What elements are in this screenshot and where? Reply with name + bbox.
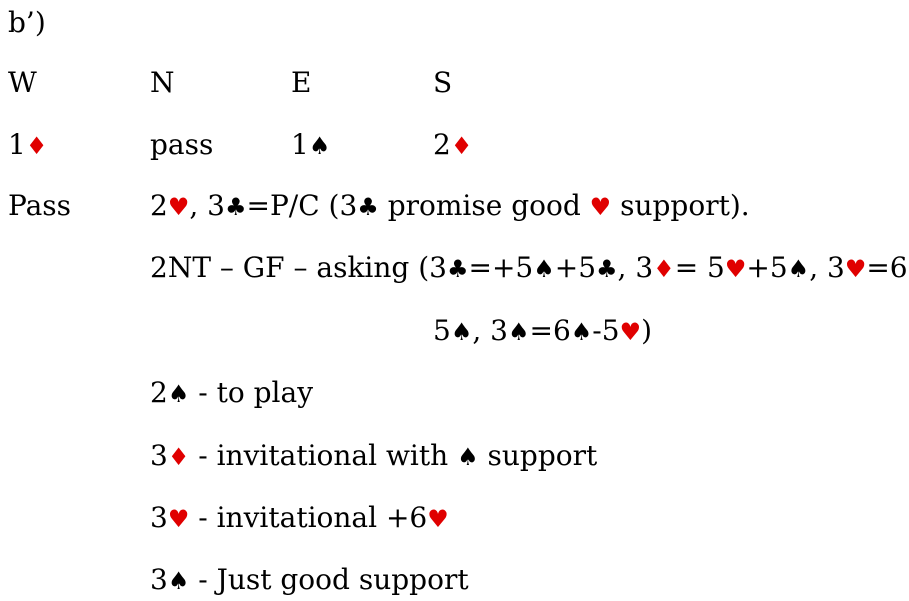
response-line-4: 3♦ - invitational with ♠ support bbox=[150, 439, 597, 474]
text: -5 bbox=[592, 314, 620, 347]
heart-icon: ♥ bbox=[724, 255, 747, 283]
diamond-icon: ♦ bbox=[450, 132, 473, 160]
seat-south: S bbox=[433, 66, 453, 99]
club-icon: ♣ bbox=[446, 255, 469, 283]
text: 2 bbox=[150, 189, 168, 222]
response-line-2-continued: 5♠, 3♠=6♠-5♥) bbox=[433, 314, 652, 349]
diamond-icon: ♦ bbox=[25, 132, 48, 160]
text: 3 bbox=[150, 563, 168, 596]
club-icon: ♣ bbox=[596, 255, 618, 283]
club-icon: ♣ bbox=[357, 193, 379, 221]
bid-west-1: 1♦ bbox=[8, 128, 47, 163]
bid-east-1: 1♠ bbox=[291, 128, 330, 163]
text: , 3 bbox=[617, 251, 654, 284]
text: - Just good support bbox=[189, 563, 469, 596]
bid-level: 1 bbox=[291, 128, 309, 161]
bid-north-1: pass bbox=[150, 128, 214, 161]
heart-icon: ♥ bbox=[619, 318, 642, 346]
text: - invitational +6 bbox=[189, 501, 428, 534]
text: support bbox=[478, 439, 598, 472]
spade-icon: ♠ bbox=[308, 132, 331, 160]
text: 2 bbox=[150, 376, 168, 409]
spade-icon: ♠ bbox=[167, 567, 190, 595]
club-icon: ♣ bbox=[224, 193, 247, 221]
heart-icon: ♥ bbox=[908, 255, 909, 283]
response-line-2: 2NT – GF – asking (3♣=+5♠+5♣, 3♦= 5♥+5♠,… bbox=[150, 251, 909, 286]
bid-west-2: Pass bbox=[8, 189, 72, 222]
text: - invitational with bbox=[189, 439, 458, 472]
text: 5 bbox=[433, 314, 451, 347]
spade-icon: ♠ bbox=[570, 318, 593, 346]
text: support). bbox=[611, 189, 750, 222]
response-line-6: 3♠ - Just good support bbox=[150, 563, 469, 598]
text: promise good bbox=[378, 189, 590, 222]
text: +5 bbox=[746, 251, 788, 284]
text: 2NT – GF – asking (3 bbox=[150, 251, 447, 284]
heart-icon: ♥ bbox=[589, 193, 612, 221]
spade-icon: ♠ bbox=[450, 318, 473, 346]
text: , 3 bbox=[189, 189, 225, 222]
bid-level: 2 bbox=[433, 128, 451, 161]
text: 3 bbox=[150, 439, 168, 472]
spade-icon: ♠ bbox=[533, 255, 555, 283]
heading: b’) bbox=[8, 6, 46, 39]
spade-icon: ♠ bbox=[167, 380, 190, 408]
text: ) bbox=[641, 314, 653, 347]
spade-icon: ♠ bbox=[507, 318, 530, 346]
seat-west: W bbox=[8, 66, 37, 99]
bid-south-1: 2♦ bbox=[433, 128, 472, 163]
diamond-icon: ♦ bbox=[653, 255, 675, 283]
heart-icon: ♥ bbox=[167, 505, 190, 533]
text: - to play bbox=[189, 376, 314, 409]
response-line-5: 3♥ - invitational +6♥ bbox=[150, 501, 449, 536]
text: , 3 bbox=[809, 251, 845, 284]
text: , 3 bbox=[472, 314, 508, 347]
spade-icon: ♠ bbox=[787, 255, 810, 283]
response-line-1: 2♥, 3♣=P/C (3♣ promise good ♥ support). bbox=[150, 189, 750, 224]
text: =+5 bbox=[468, 251, 534, 284]
spade-icon: ♠ bbox=[457, 443, 479, 471]
seat-north: N bbox=[150, 66, 175, 99]
text: =6 bbox=[866, 251, 908, 284]
response-line-3: 2♠ - to play bbox=[150, 376, 313, 411]
heart-icon: ♥ bbox=[427, 505, 449, 533]
text: =P/C (3 bbox=[246, 189, 358, 222]
text: +5 bbox=[554, 251, 597, 284]
heart-icon: ♥ bbox=[844, 255, 867, 283]
diamond-icon: ♦ bbox=[167, 443, 190, 471]
text: =6 bbox=[529, 314, 571, 347]
heart-icon: ♥ bbox=[167, 193, 190, 221]
bid-level: 1 bbox=[8, 128, 26, 161]
text: 3 bbox=[150, 501, 168, 534]
text: = 5 bbox=[674, 251, 725, 284]
seat-east: E bbox=[291, 66, 312, 99]
